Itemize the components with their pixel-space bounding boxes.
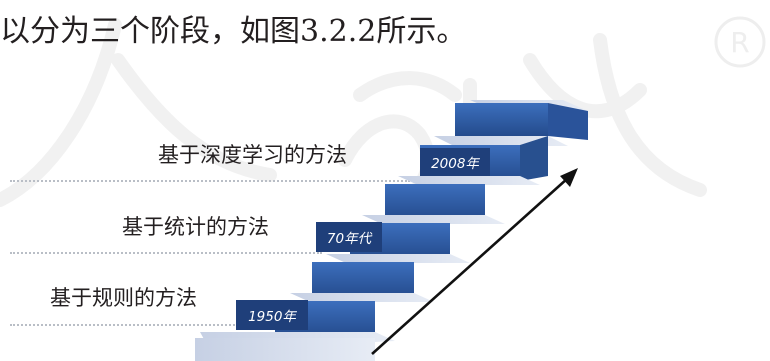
stage-label-deep-learning: 基于深度学习的方法 [158, 143, 347, 167]
stage-label-rules: 基于规则的方法 [50, 286, 197, 310]
stair-step [195, 332, 395, 361]
guide-line [10, 252, 322, 254]
trend-arrow-icon [371, 168, 578, 355]
registered-mark-icon: R [714, 16, 766, 68]
stair-step [455, 100, 588, 140]
svg-text:R: R [730, 26, 749, 59]
year-tag-1950 [236, 300, 308, 330]
stage-label-statistics: 基于统计的方法 [122, 215, 269, 239]
year-label-1950: 1950年 [248, 309, 297, 325]
year-tag-2008 [420, 148, 490, 176]
stair-step [312, 254, 470, 298]
paragraph-text: 以分为三个阶段，如图3.2.2所示。 [0, 14, 467, 49]
guide-line [10, 180, 410, 182]
guide-line [10, 324, 238, 326]
year-tag-70s [316, 222, 382, 252]
year-label-70s: 70年代 [327, 231, 373, 247]
year-label-2008: 2008年 [431, 156, 480, 172]
stair-step [385, 176, 540, 220]
